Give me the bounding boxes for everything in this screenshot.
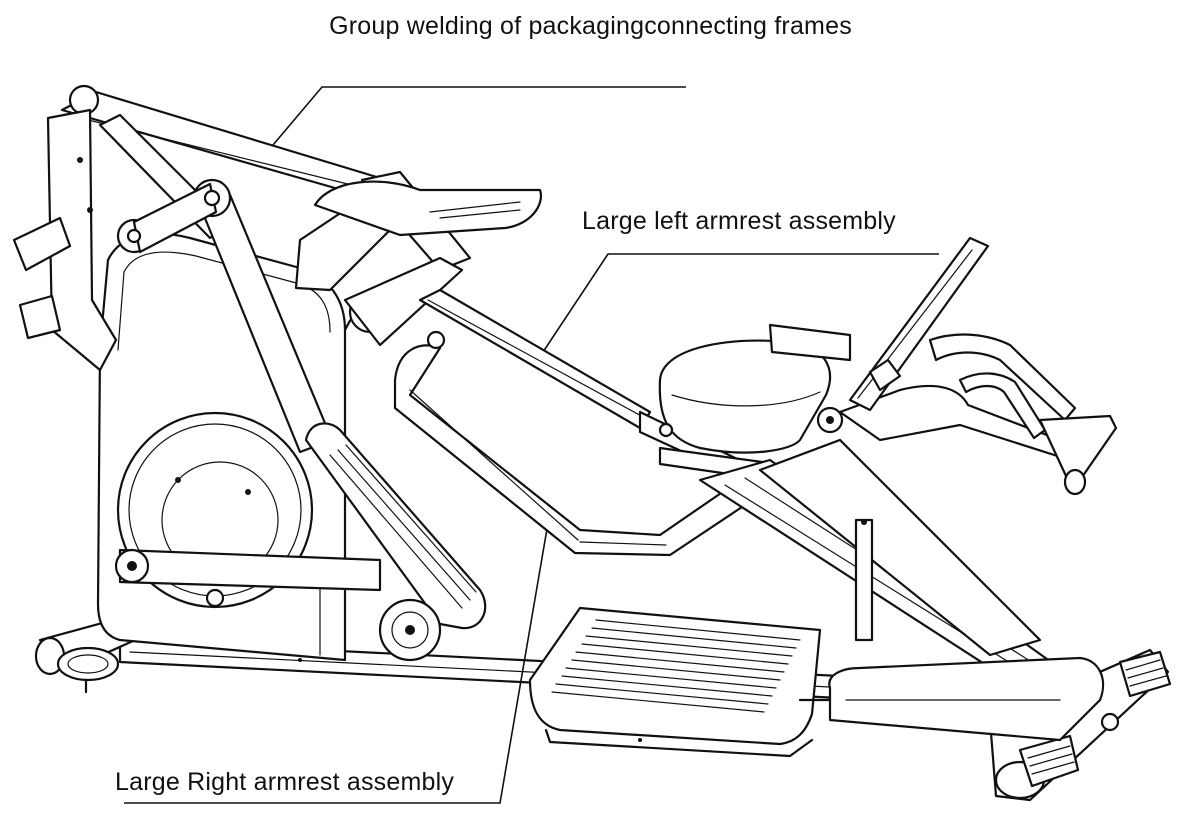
callout-packaging-frames: Group welding of packagingconnecting fra… [329, 12, 852, 40]
pedal-linkage [114, 178, 382, 608]
rear-stabilizer [988, 648, 1172, 802]
leader-left-armrest [542, 253, 939, 353]
callout-right-armrest: Large Right armrest assembly [115, 768, 455, 796]
rear-handlebar [838, 333, 1118, 496]
leader-packaging-frames [261, 86, 686, 159]
left-pedal [304, 422, 487, 662]
seat-rail [698, 438, 1092, 702]
console-post [294, 170, 543, 347]
rear-housing [798, 656, 1105, 742]
tablet-holder [848, 236, 990, 412]
callout-left-armrest: Large left armrest assembly [582, 207, 896, 235]
footplate [528, 606, 822, 758]
hardware-details [126, 189, 674, 742]
leader-right-armrest [124, 522, 549, 804]
